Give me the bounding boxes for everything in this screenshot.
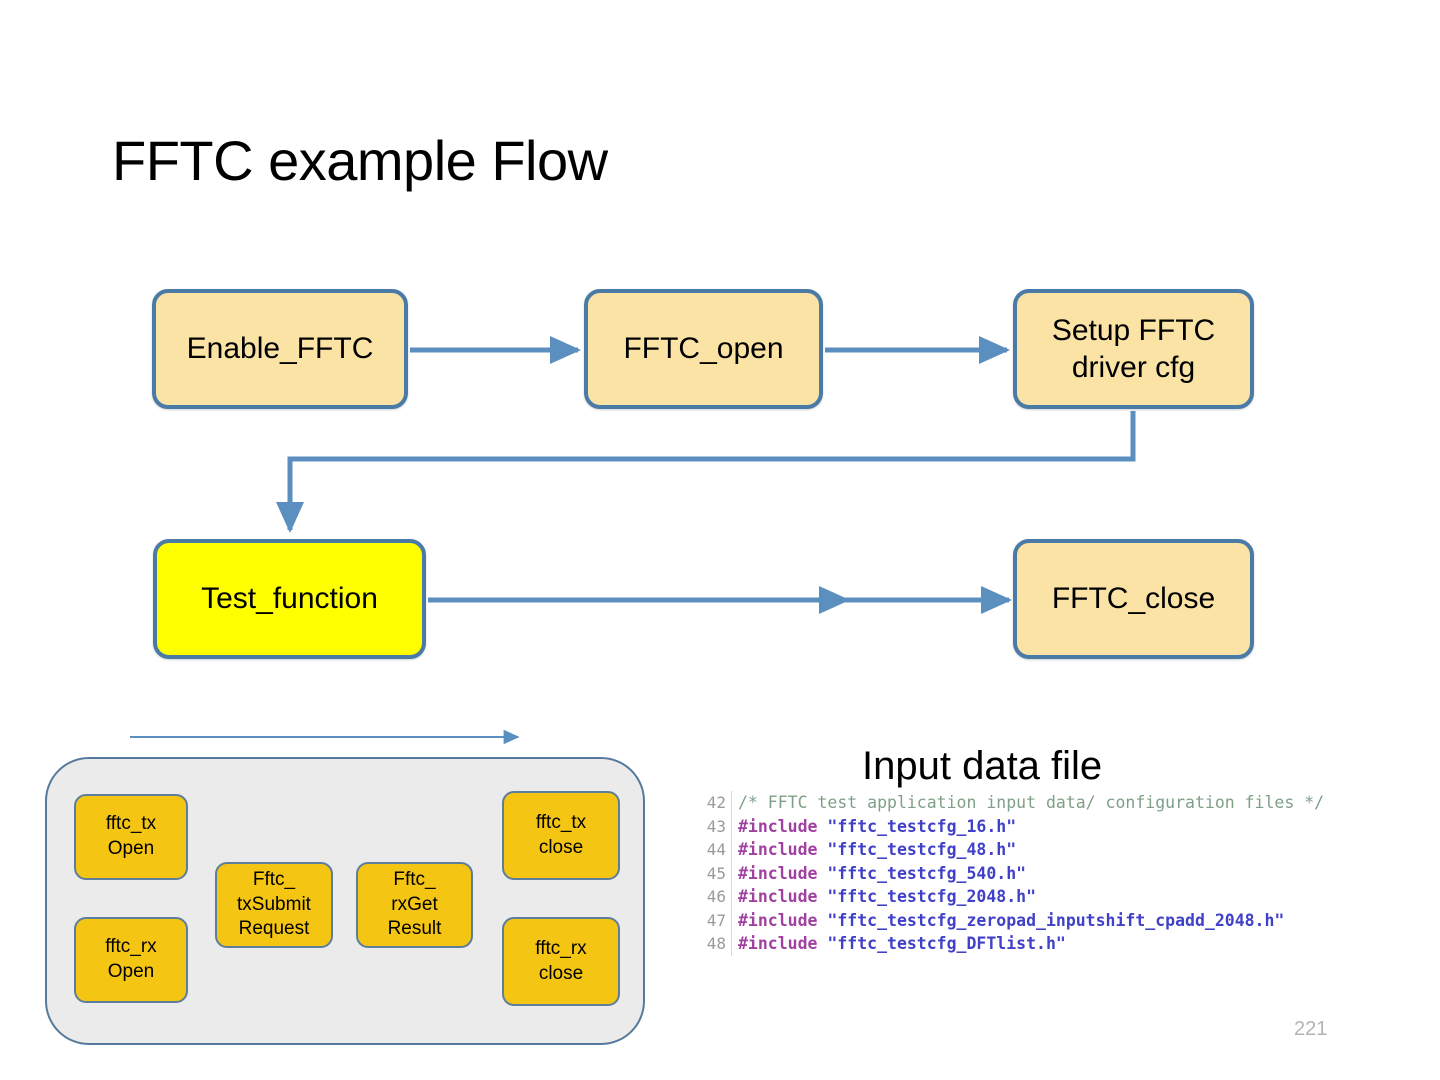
code-token-str: "fftc_testcfg_zeropad_inputshift_cpadd_2… [827, 910, 1285, 930]
flow-box-label: Enable_FFTC [186, 332, 374, 366]
code-line-number: 46 [700, 885, 732, 909]
flow-box-test-function[interactable]: Test_function [153, 539, 426, 659]
flow-box-fftc-close[interactable]: FFTC_close [1013, 539, 1254, 659]
code-token-str: "fftc_testcfg_2048.h" [827, 887, 1037, 906]
code-line: 45#include "fftc_testcfg_540.h" [700, 861, 1324, 886]
code-line: 48#include "fftc_testcfg_DFTlist.h" [700, 932, 1324, 956]
code-line-number: 43 [700, 814, 732, 838]
code-line-number: 42 [700, 791, 732, 815]
code-line-number: 45 [700, 861, 732, 885]
code-token-str: "fftc_testcfg_16.h" [827, 816, 1017, 836]
page-number: 221 [1294, 1018, 1328, 1040]
code-token-pre: #include [738, 887, 828, 906]
arrow-setup-to-testfunction [275, 411, 1136, 534]
code-token-comment: /* FFTC test application input data/ con… [738, 793, 1325, 812]
code-section-heading: Input data file [862, 744, 1103, 788]
code-token-str: "fftc_testcfg_48.h" [827, 840, 1017, 859]
code-line: 43#include "fftc_testcfg_16.h" [700, 814, 1324, 839]
flow-box-enable-fftc[interactable]: Enable_FFTC [152, 289, 408, 409]
code-line-text: #include "fftc_testcfg_16.h" [738, 815, 1016, 839]
code-token-pre: #include [738, 863, 828, 883]
code-token-pre: #include [738, 910, 828, 930]
code-line-text: #include "fftc_testcfg_zeropad_inputshif… [738, 909, 1284, 933]
code-token-str: "fftc_testcfg_DFTlist.h" [827, 934, 1066, 953]
flow-box-fftc-open[interactable]: FFTC_open [584, 289, 823, 409]
code-token-pre: #include [738, 840, 828, 859]
code-token-pre: #include [738, 816, 828, 836]
code-line-text: /* FFTC test application input data/ con… [738, 791, 1324, 815]
code-line-text: #include "fftc_testcfg_48.h" [738, 838, 1016, 862]
flow-box-label: FFTC_open [623, 332, 784, 366]
code-line: 44#include "fftc_testcfg_48.h" [700, 838, 1324, 862]
page-title: FFTC example Flow [112, 129, 608, 192]
code-line: 42 /* FFTC test application input data/ c… [700, 791, 1324, 815]
code-line: 47#include "fftc_testcfg_zeropad_inputsh… [700, 908, 1324, 933]
flow-box-label: Test_function [201, 582, 378, 616]
code-token-str: "fftc_testcfg_540.h" [827, 863, 1027, 883]
code-line-number: 44 [700, 838, 732, 862]
code-line-number: 47 [700, 908, 732, 932]
code-line-text: #include "fftc_testcfg_540.h" [738, 862, 1026, 886]
flow-box-label: FFTC_close [1051, 582, 1216, 616]
code-listing: 42 /* FFTC test application input data/ c… [700, 791, 1324, 956]
code-line-text: #include "fftc_testcfg_DFTlist.h" [738, 932, 1066, 956]
code-line: 46#include "fftc_testcfg_2048.h" [700, 885, 1324, 909]
code-line-number: 48 [700, 932, 732, 956]
code-line-text: #include "fftc_testcfg_2048.h" [738, 885, 1036, 909]
code-token-pre: #include [738, 934, 828, 953]
